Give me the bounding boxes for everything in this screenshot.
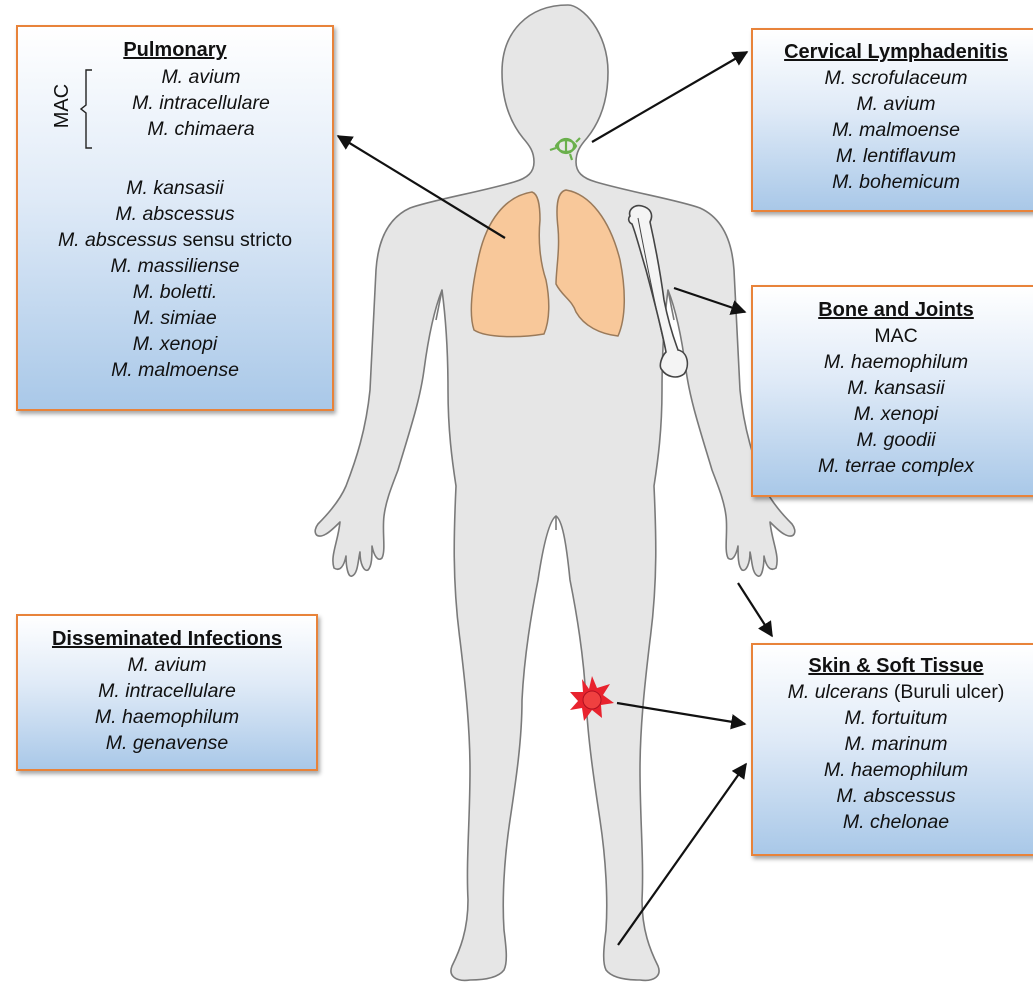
cervical-title: Cervical Lymphadenitis [753, 39, 1033, 65]
disseminated-title: Disseminated Infections [18, 626, 316, 652]
skin-title: Skin & Soft Tissue [753, 653, 1033, 679]
body-outline [315, 5, 795, 980]
species-item: M. malmoense [753, 117, 1033, 143]
species-item: M. goodii [753, 427, 1033, 453]
mac-species-item: M. chimaera [86, 116, 316, 142]
species-item: M. abscessus [18, 201, 332, 227]
body-silhouette [315, 5, 795, 980]
species-item: M. simiae [18, 305, 332, 331]
pulmonary-species-list: M. kansasii M. abscessus M. abscessus se… [18, 175, 332, 383]
species-item: M. avium [753, 91, 1033, 117]
species-item: M. xenopi [18, 331, 332, 357]
species-item: M. kansasii [18, 175, 332, 201]
bone-title: Bone and Joints [753, 297, 1033, 323]
pulmonary-title: Pulmonary [18, 37, 332, 63]
species-item: M. kansasii [753, 375, 1033, 401]
species-item: M. scrofulaceum [753, 65, 1033, 91]
arrow-hand-to-skin [738, 583, 772, 636]
species-item: M. boletti. [18, 279, 332, 305]
species-item: M. bohemicum [753, 169, 1033, 195]
species-qualifier: sensu stricto [177, 229, 292, 251]
species-item: M. massiliense [18, 253, 332, 279]
species-item: M. abscessus [753, 783, 1033, 809]
cervical-lymphadenitis-box: Cervical Lymphadenitis M. scrofulaceum M… [751, 28, 1033, 212]
mac-item: MAC [753, 323, 1033, 349]
species-item-sensu-stricto: M. abscessus sensu stricto [18, 227, 332, 253]
species-item: M. fortuitum [753, 705, 1033, 731]
pulmonary-box: Pulmonary MAC M. avium M. intracellulare… [16, 25, 334, 411]
bone-and-joints-box: Bone and Joints MAC M. haemophilum M. ka… [751, 285, 1033, 497]
mac-group: MAC M. avium M. intracellulare M. chimae… [18, 64, 332, 144]
species-item: M. lentiflavum [753, 143, 1033, 169]
species-item: M. marinum [753, 731, 1033, 757]
mac-species-list: M. avium M. intracellulare M. chimaera [86, 64, 316, 142]
species-item: M. avium [18, 652, 316, 678]
species-item-ulcerans: M. ulcerans (Buruli ulcer) [753, 679, 1033, 705]
species-name: M. abscessus [58, 229, 177, 251]
species-item: M. xenopi [753, 401, 1033, 427]
disseminated-infections-box: Disseminated Infections M. avium M. intr… [16, 614, 318, 771]
mac-species-item: M. avium [86, 64, 316, 90]
species-item: M. intracellulare [18, 678, 316, 704]
species-item: M. haemophilum [18, 704, 316, 730]
mac-label: MAC [52, 71, 72, 141]
species-item: M. chelonae [753, 809, 1033, 835]
species-item: M. terrae complex [753, 453, 1033, 479]
species-item: M. malmoense [18, 357, 332, 383]
arrow-neck-to-cervical [592, 52, 747, 142]
species-qualifier: (Buruli ulcer) [888, 681, 1004, 703]
species-item: M. genavense [18, 730, 316, 756]
species-name: M. ulcerans [788, 681, 889, 703]
species-item: M. haemophilum [753, 349, 1033, 375]
skin-and-soft-tissue-box: Skin & Soft Tissue M. ulcerans (Buruli u… [751, 643, 1033, 856]
species-item: M. haemophilum [753, 757, 1033, 783]
mac-species-item: M. intracellulare [86, 90, 316, 116]
